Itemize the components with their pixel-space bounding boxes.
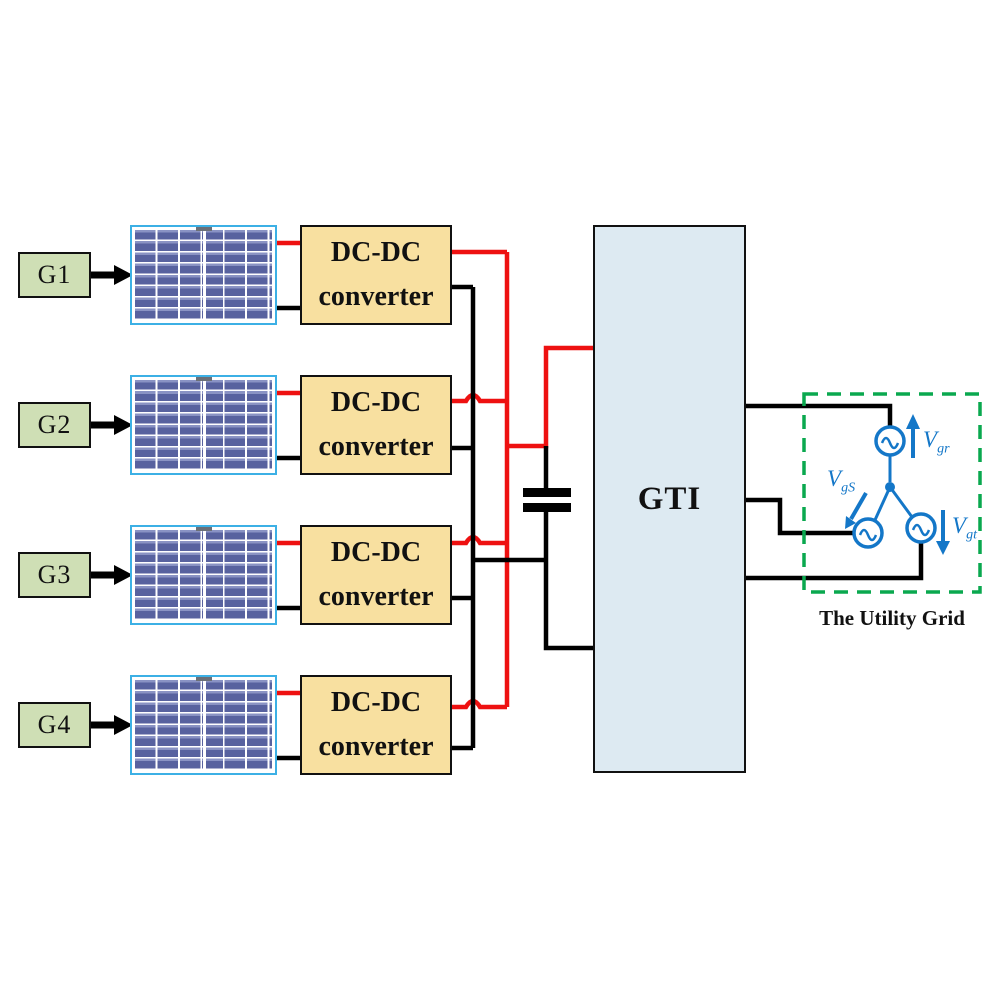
generator-box-g3: G3 xyxy=(18,552,91,598)
panel-junction-tab xyxy=(195,227,212,231)
converter-label-line1: DC-DC xyxy=(330,537,422,568)
positive-dc-link-wire xyxy=(507,345,593,449)
gti-label: GTI xyxy=(637,480,702,517)
phase-r-voltage-label: Vgr xyxy=(923,427,950,457)
generator-box-g2: G2 xyxy=(18,402,91,448)
converter-label-line2: converter xyxy=(318,581,434,612)
converter-label-line1: DC-DC xyxy=(330,687,422,718)
gti-inverter-box: GTI xyxy=(593,225,746,773)
dcdc-converter-box: DC-DC converter xyxy=(300,525,452,625)
utility-grid-title: The Utility Grid xyxy=(819,606,965,630)
panel-junction-tab xyxy=(195,377,212,381)
solar-panel-icon xyxy=(130,225,277,325)
solar-panel-icon xyxy=(130,675,277,775)
star-connection-wires xyxy=(873,455,914,521)
panel-to-converter-wires xyxy=(277,240,300,761)
star-point-icon xyxy=(885,482,895,492)
wire-hop-icon xyxy=(452,698,507,710)
generator-label: G1 xyxy=(37,260,72,289)
flow-arrow-icon xyxy=(91,415,133,435)
ac-source-icon xyxy=(874,425,906,457)
wire-hop-icon xyxy=(452,392,507,404)
flow-arrow-icon xyxy=(91,565,133,585)
generator-label: G4 xyxy=(37,710,72,739)
phase-s-voltage-label: VgS xyxy=(827,466,856,496)
converter-label-line2: converter xyxy=(318,431,434,462)
phase-t-arrow-icon xyxy=(936,510,950,555)
converter-label-line2: converter xyxy=(318,731,434,762)
flow-arrow-icon xyxy=(91,715,133,735)
flow-arrow-icon xyxy=(91,265,133,285)
panel-junction-tab xyxy=(195,677,212,681)
negative-dc-link-wire xyxy=(543,512,593,651)
phase-s-arrow-icon xyxy=(845,492,868,529)
phase-t-voltage-label: Vgt xyxy=(952,513,977,543)
generator-label: G2 xyxy=(37,410,72,439)
solar-panel-icon xyxy=(130,375,277,475)
ac-source-icon xyxy=(905,512,937,544)
capacitor-icon xyxy=(523,446,571,512)
converter-label-line1: DC-DC xyxy=(330,387,422,418)
panel-junction-tab xyxy=(195,527,212,531)
phase-r-arrow-icon xyxy=(906,414,920,458)
ac-source-icon xyxy=(852,517,884,549)
dcdc-converter-box: DC-DC converter xyxy=(300,375,452,475)
wire-hop-icon xyxy=(452,534,507,546)
converter-output-wires xyxy=(452,249,507,751)
generator-label: G3 xyxy=(37,560,72,589)
generator-box-g4: G4 xyxy=(18,702,91,748)
generator-box-g1: G1 xyxy=(18,252,91,298)
solar-panel-icon xyxy=(130,525,277,625)
utility-grid-boundary xyxy=(802,392,982,594)
dcdc-converter-box: DC-DC converter xyxy=(300,675,452,775)
dcdc-converter-box: DC-DC converter xyxy=(300,225,452,325)
converter-label-line2: converter xyxy=(318,281,434,312)
converter-label-line1: DC-DC xyxy=(330,237,422,268)
